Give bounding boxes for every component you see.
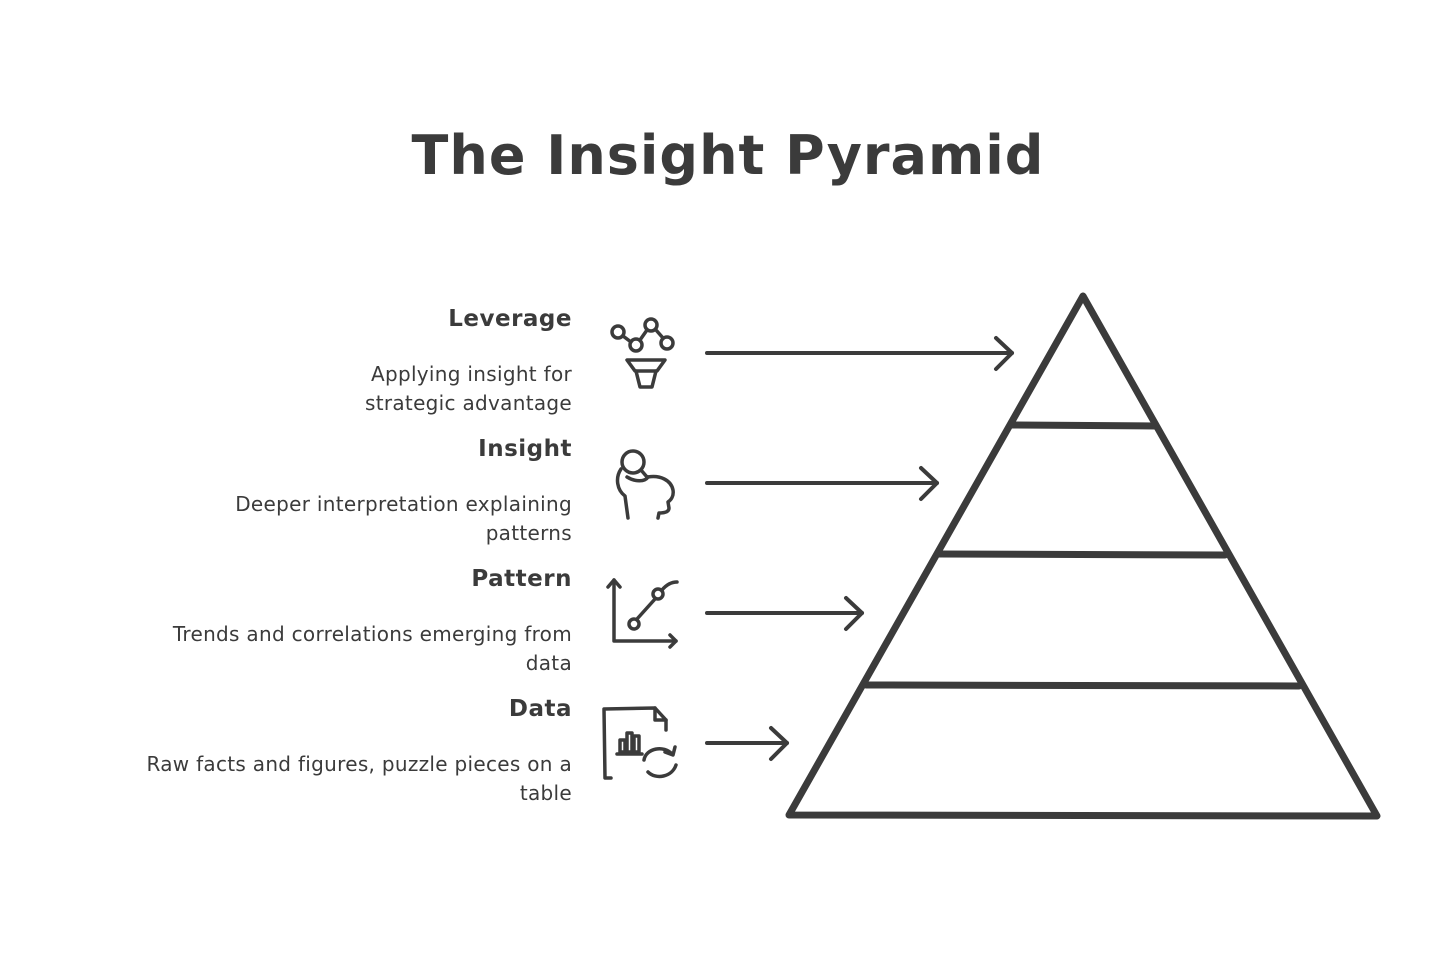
level-description: Trends and correlations emerging from da…: [172, 622, 572, 675]
arrow-pattern: [705, 596, 864, 631]
pyramid-divider-leverage: [1007, 421, 1159, 430]
level-name: Leverage: [448, 306, 572, 332]
level-name: Insight: [478, 436, 572, 462]
pyramid: [785, 292, 1381, 820]
level-leverage: Leverage Applying insight for strategic …: [92, 304, 572, 418]
pyramid-divider-pattern: [862, 681, 1303, 690]
level-description: Raw facts and figures, puzzle pieces on …: [146, 752, 572, 805]
level-insight: Insight Deeper interpretation explaining…: [92, 434, 572, 548]
level-name: Data: [508, 696, 572, 722]
trend-graph-icon: [606, 578, 679, 649]
level-description: Applying insight for strategic advantage: [364, 362, 572, 415]
pyramid-divider-insight: [935, 550, 1229, 559]
arrow-data: [705, 726, 789, 761]
level-data: Data Raw facts and figures, puzzle piece…: [92, 694, 572, 808]
data-document-icon: [602, 706, 678, 780]
head-magnifier-icon: [615, 449, 675, 520]
level-pattern: Pattern Trends and correlations emerging…: [92, 564, 572, 678]
diagram-title: The Insight Pyramid: [411, 124, 1045, 187]
network-funnel-icon: [610, 317, 675, 389]
level-description: Deeper interpretation explaining pattern…: [235, 492, 572, 545]
arrow-leverage: [705, 336, 1014, 371]
arrow-insight: [705, 466, 939, 501]
level-name: Pattern: [471, 566, 572, 592]
